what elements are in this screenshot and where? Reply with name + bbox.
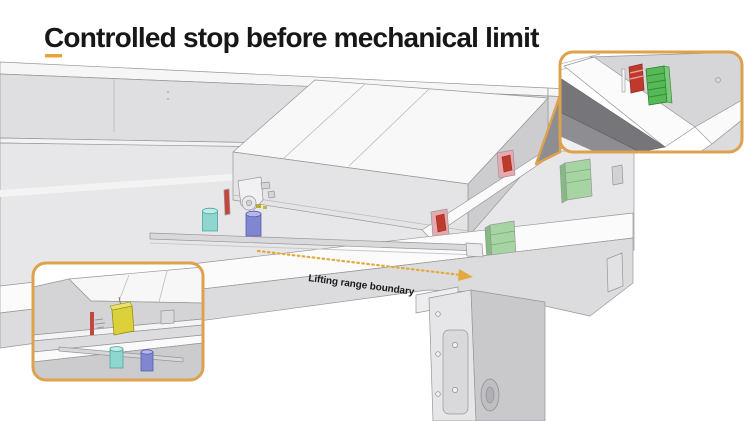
detail-red-buffer	[628, 63, 645, 94]
callout-border-bottom-left	[31, 261, 205, 382]
limit-switch-block	[611, 164, 624, 186]
access-panel	[606, 252, 624, 293]
detail-callout-bottom-left	[31, 261, 205, 382]
green-stop-plate-upper	[559, 158, 593, 204]
trolley-mechanism	[202, 176, 276, 237]
detail-teal-sensor	[109, 346, 124, 369]
green-stop-plate-lower	[484, 220, 517, 263]
callout-border-top-right	[558, 50, 744, 154]
detail-blue-sensor	[140, 349, 154, 372]
end-stop-bay	[421, 149, 624, 239]
blue-sensor	[245, 210, 262, 237]
guide-rail	[149, 232, 484, 258]
page-title: Controlled stop before mechanical limit	[44, 22, 539, 53]
pink-buffer-lower	[430, 208, 450, 239]
detail-green-fin-block	[645, 65, 673, 106]
detail-yellow-sensor	[109, 296, 135, 336]
title-underline-accent	[45, 54, 62, 58]
detail-mount-post	[621, 68, 626, 93]
end-carriage	[415, 286, 546, 421]
lifting-range-boundary-arrow	[256, 249, 473, 281]
detail-red-strip	[90, 312, 94, 335]
pink-buffer-upper	[496, 149, 516, 179]
red-stop-strip	[223, 188, 231, 216]
teal-sensor	[202, 207, 218, 232]
detail-callout-top-right	[558, 50, 744, 154]
